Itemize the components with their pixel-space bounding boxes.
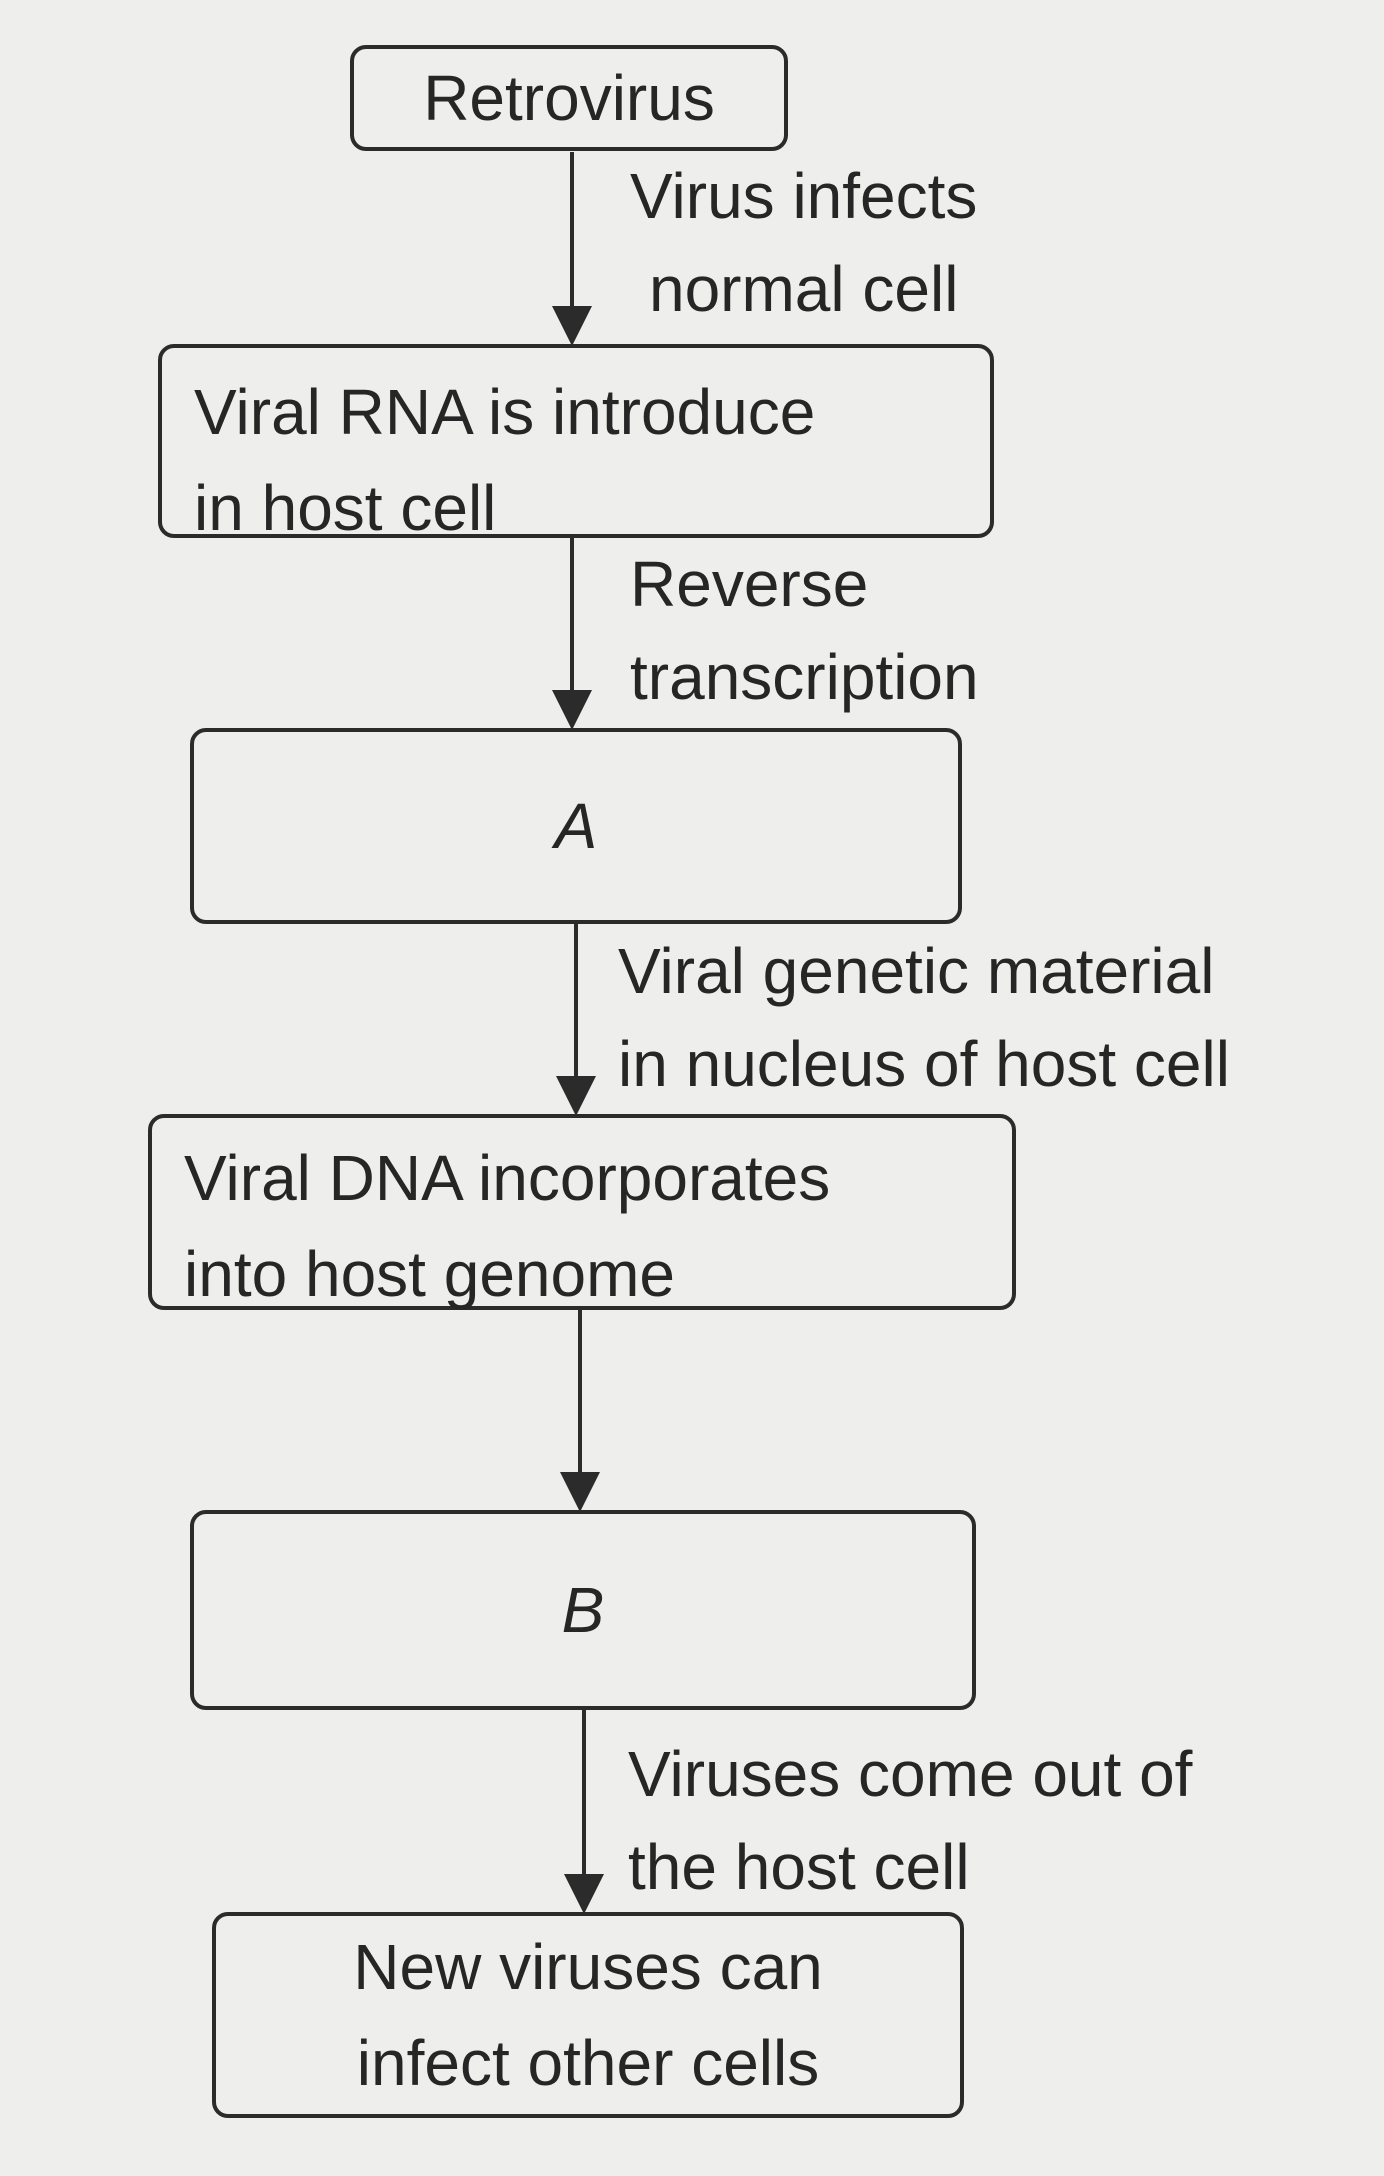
node-viral-dna-incorporates: Viral DNA incorporates into host genome (148, 1114, 1016, 1310)
edge-label-viral-genetic-material-line-1: Viral genetic material (618, 935, 1215, 1007)
node-viral-dna-line-1: Viral DNA incorporates (184, 1142, 831, 1214)
node-a-label: A (554, 790, 598, 862)
node-new-viruses: New viruses can infect other cells (212, 1912, 964, 2118)
edge-label-virus-infects-line-1: Virus infects (630, 160, 978, 232)
edge-label-reverse-transcription: Reverse transcription (630, 538, 979, 724)
edge-label-viruses-come-out: Viruses come out of the host cell (628, 1728, 1192, 1914)
edge-label-reverse-transcription-line-2: transcription (630, 640, 979, 713)
node-viral-rna-introduced: Viral RNA is introduce in host cell (158, 344, 994, 544)
edge-label-virus-infects: Virus infects normal cell (630, 150, 977, 336)
node-viral-rna-line-1: Viral RNA is introduce (194, 376, 816, 448)
node-new-viruses-line-1: New viruses can (353, 1931, 823, 2003)
node-retrovirus: Retrovirus (350, 45, 788, 151)
node-viral-dna-line-2: into host genome (184, 1238, 675, 1310)
edge-label-reverse-transcription-line-1: Reverse (630, 548, 869, 620)
node-viral-rna-line-2: in host cell (194, 472, 497, 544)
node-retrovirus-line-1: Retrovirus (423, 62, 715, 134)
edge-label-viral-genetic-material: Viral genetic material in nucleus of hos… (618, 925, 1230, 1111)
edge-label-viruses-come-out-line-1: Viruses come out of (628, 1738, 1193, 1810)
node-a: A (190, 728, 962, 924)
node-new-viruses-line-2: infect other cells (356, 2027, 820, 2099)
edge-label-viruses-come-out-line-2: the host cell (628, 1830, 970, 1903)
node-b: B (190, 1510, 976, 1710)
edge-label-viral-genetic-material-line-2: in nucleus of host cell (618, 1027, 1230, 1100)
edge-label-virus-infects-line-2: normal cell (648, 252, 959, 325)
node-b-label: B (561, 1574, 605, 1646)
